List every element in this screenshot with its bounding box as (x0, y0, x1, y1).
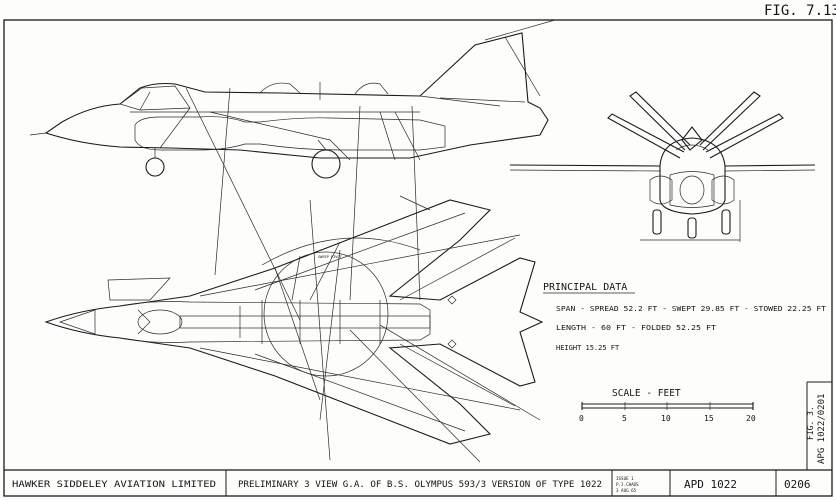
side-label-fig: FIG. 3. (806, 406, 815, 440)
figure-label: FIG. 7.13 (764, 3, 836, 19)
scale-bar (581, 402, 754, 410)
scale-tick-20: 20 (746, 414, 756, 423)
drawing-number-prefix: APD 1022 (684, 478, 737, 491)
front-elevation-view (509, 91, 816, 242)
principal-data-heading: PRINCIPAL DATA (543, 282, 627, 293)
drawing-number-suffix: 0206 (784, 478, 811, 491)
issue-note-line-1: ISSUE 1 (616, 476, 634, 481)
scale-tick-5: 5 (622, 414, 627, 423)
scale-title: SCALE - FEET (612, 388, 681, 399)
principal-data-span: SPAN - SPREAD 52.2 FT - SWEPT 29.85 FT -… (556, 305, 826, 313)
construction-lines (185, 87, 421, 321)
principal-data-height: HEIGHT 15.25 FT (556, 344, 620, 352)
drawing-title: PRELIMINARY 3 VIEW G.A. OF B.S. OLYMPUS … (238, 480, 602, 490)
company-name: HAWKER SIDDELEY AVIATION LIMITED (12, 480, 216, 490)
scale-tick-0: 0 (579, 414, 584, 423)
scale-tick-10: 10 (661, 414, 671, 423)
issue-note-line-3: 3 AUG 65 (616, 488, 637, 493)
drawing-border (3, 19, 833, 497)
plan-view (44, 195, 544, 463)
scale-tick-15: 15 (704, 414, 714, 423)
plan-annotation: SWEEP PIVOT (318, 255, 343, 259)
issue-note-line-2: P.J.CHADS (616, 482, 639, 487)
principal-data-length: LENGTH - 60 FT - FOLDED 52.25 FT (556, 324, 717, 332)
side-label-number: APG 1022/0201 (817, 394, 827, 464)
side-elevation-view (29, 19, 556, 179)
